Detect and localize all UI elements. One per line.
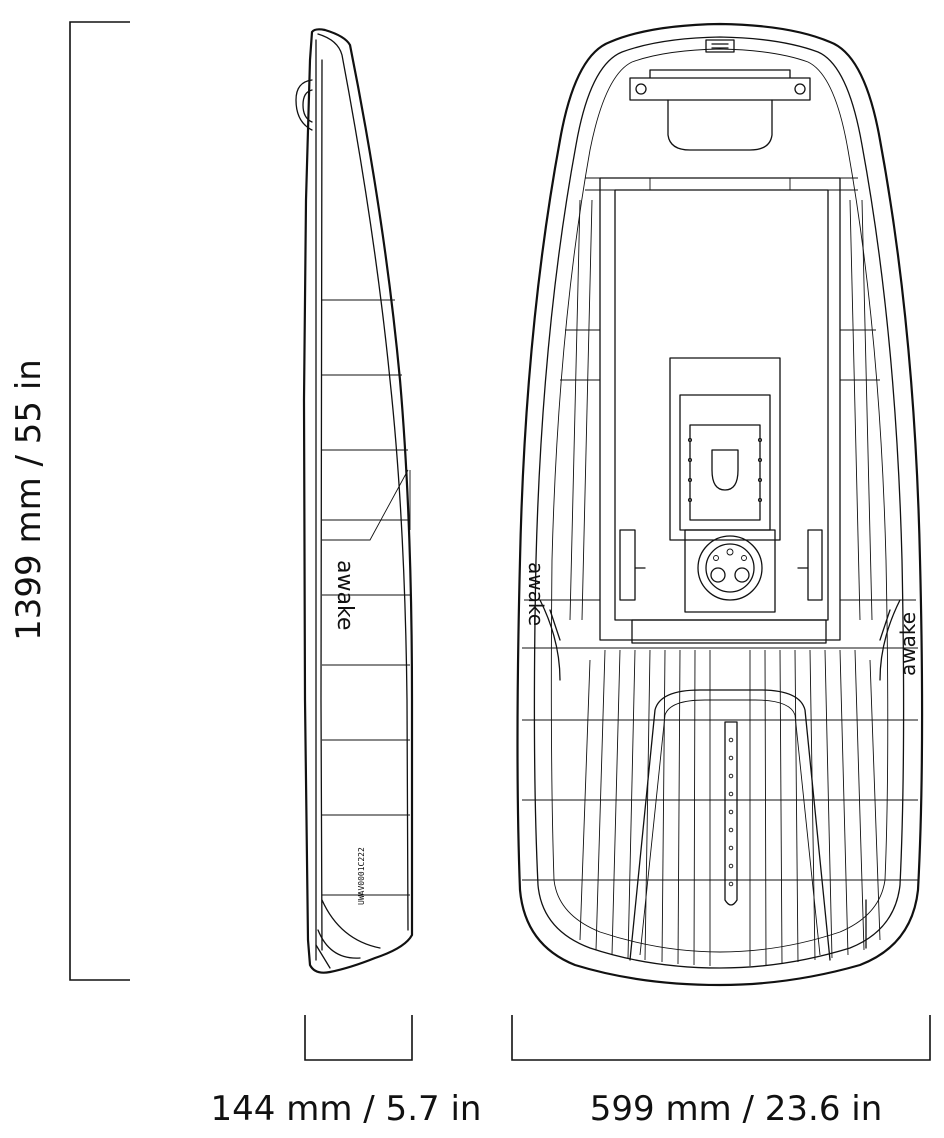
side-tail-detail [315, 899, 381, 969]
connector-outer [697, 535, 763, 601]
depth-bracket [304, 1015, 413, 1061]
side-profile-outline [302, 28, 414, 974]
height-dimension: 1399 mm / 55 in [9, 21, 130, 981]
battery-bay-inner [614, 189, 829, 621]
side-serial-number: UWAV0001C222 [357, 847, 366, 905]
width-bracket [511, 1015, 931, 1061]
handle-screw-right [794, 83, 806, 95]
depth-label: 144 mm / 5.7 in [211, 1089, 482, 1129]
grip-grooves [579, 649, 881, 966]
top-outline [516, 22, 924, 987]
bay-side-cutout-right [797, 529, 823, 601]
handle-screw-left [635, 83, 647, 95]
connector-ring [705, 543, 755, 593]
connector-pin-a [713, 555, 719, 561]
connector-pin-b [741, 555, 747, 561]
mount-bolt-holes [687, 437, 763, 503]
top-longitudinal-lines [560, 199, 880, 621]
depth-dimension: 144 mm / 5.7 in [211, 1015, 482, 1129]
side-view: awake UWAV0001C222 [295, 28, 414, 974]
nose-logo-plate [705, 39, 735, 53]
top-inner-rail [533, 36, 905, 969]
height-bracket [69, 21, 130, 981]
bay-side-cutout-left [619, 529, 646, 601]
connector-pin-right [734, 567, 750, 583]
side-deck-line [317, 33, 409, 931]
center-holes [728, 737, 734, 887]
top-view: awake awake [516, 22, 924, 987]
top-brand-mark-left: awake [524, 562, 548, 626]
top-inner-rail-2 [550, 48, 889, 953]
top-brand-mark-right: awake [896, 612, 920, 676]
rail-fin-right [879, 599, 901, 681]
grip-pad-arch [629, 689, 831, 961]
rail-fin-left [539, 599, 561, 681]
side-rail-line-2 [320, 59, 323, 951]
battery-bay [599, 177, 841, 641]
bay-crossbar [631, 619, 827, 644]
controller-housing [669, 357, 781, 541]
controller-mount [689, 424, 761, 521]
side-brand-mark: awake [332, 560, 357, 630]
carry-handle [629, 69, 811, 101]
grip-pad-arch-inner [639, 699, 821, 956]
handle-grip-recess [667, 99, 773, 151]
width-label: 599 mm / 23.6 in [590, 1089, 883, 1129]
connector-block [684, 529, 776, 613]
deck-cross-lines [522, 599, 918, 881]
connector-pin-top [726, 548, 734, 556]
side-panel-lines [322, 299, 410, 896]
width-dimension: 599 mm / 23.6 in [511, 1015, 931, 1129]
mount-keyhole [711, 449, 739, 491]
connector-pin-left [710, 567, 726, 583]
controller-plate [679, 394, 771, 531]
center-hole-strip [724, 721, 738, 906]
bay-top-strip [585, 177, 858, 191]
height-label: 1399 mm / 55 in [9, 359, 49, 641]
side-handle [295, 79, 313, 131]
